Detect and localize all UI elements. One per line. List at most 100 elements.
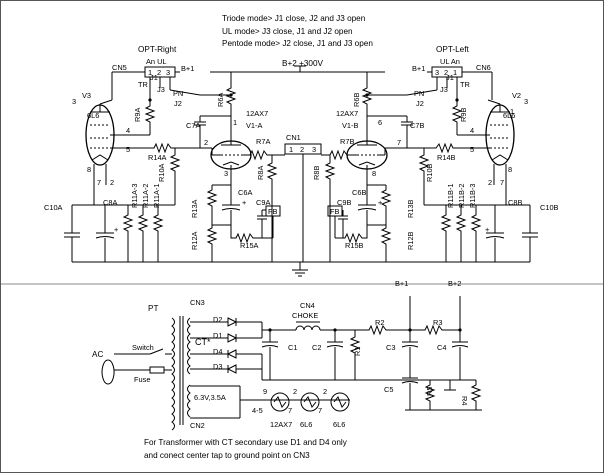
hp-7b: 7	[318, 406, 322, 415]
v3-type: 6L6	[87, 111, 99, 120]
choke-label: CHOKE	[292, 311, 318, 320]
c10b-label: C10B	[540, 203, 559, 212]
fb-a-label: FB	[268, 207, 278, 216]
v2-pin-1: 1	[510, 107, 514, 116]
r7a-label: R7A	[256, 137, 270, 146]
c6a-label: C6A	[238, 188, 252, 197]
heater-label: 6.3V,3.5A	[194, 393, 226, 402]
j1-right: J1	[446, 73, 454, 82]
hp-9: 9	[263, 387, 267, 396]
cn1-pin-3: 3	[312, 145, 316, 154]
pt-label: PT	[148, 304, 158, 313]
r15b-label: R15B	[345, 241, 364, 250]
c4-label: C4	[437, 343, 446, 352]
d3-label: D3	[213, 362, 222, 371]
cn4-label: CN4	[300, 301, 315, 310]
r6a-label: R6A	[216, 93, 225, 107]
r10b-label: R10B	[425, 163, 434, 182]
v2-pin-5: 5	[470, 145, 474, 154]
hp-2b: 2	[323, 387, 327, 396]
b1-psu-label: B+1	[395, 279, 408, 288]
r12b-label: R12B	[406, 231, 415, 250]
c8a-plus: +	[114, 225, 118, 234]
cn5-label: CN5	[112, 63, 127, 72]
v2-pin-4: 4	[470, 126, 474, 135]
c1-label: C1	[288, 343, 297, 352]
hp-2a: 2	[293, 387, 297, 396]
v3-pin-8: 8	[87, 165, 91, 174]
cn1-pin-1: 1	[289, 145, 293, 154]
fb-b-label: FB	[330, 207, 340, 216]
v1b-pin-6: 6	[378, 118, 382, 127]
v1a-pin-1: 1	[233, 118, 237, 127]
c9b-label: C9B	[337, 198, 351, 207]
opt-left-label: OPT-Left	[436, 45, 469, 54]
v1b-pin-8: 8	[372, 169, 376, 178]
v3-pin-7: 7	[97, 178, 101, 187]
j2-left: J2	[174, 99, 182, 108]
r11b-2-label: R11B-2	[457, 183, 466, 208]
r11a-1-label: R11A-1	[152, 183, 161, 208]
c7a-label: C7A	[186, 121, 200, 130]
v1b-pin-7: 7	[397, 138, 401, 147]
v3-pin-3: 3	[72, 97, 76, 106]
c8a-label: C8A	[103, 198, 117, 207]
note-footer-2: and conect center tap to ground point on…	[144, 451, 310, 460]
ht-6l6-b: 6L6	[333, 420, 345, 429]
r7b-label: R7B	[340, 137, 354, 146]
cn6-pin-1: 1	[453, 68, 457, 77]
cn1-label: CN1	[286, 133, 301, 142]
ct-label: CT*	[195, 337, 211, 347]
c6a-plus: +	[242, 198, 246, 207]
hp-45: 4-5	[252, 406, 263, 415]
j1-left: J1	[150, 73, 158, 82]
note-ul: UL mode> J3 close, J1 and J2 open	[222, 27, 353, 36]
ht-6l6-a: 6L6	[300, 420, 312, 429]
c5-label: C5	[384, 385, 393, 394]
d4-label: D4	[213, 347, 222, 356]
r4-label: R4	[460, 396, 469, 405]
r6b-label: R6B	[352, 93, 361, 107]
v2-pin-7: 7	[500, 178, 504, 187]
cn5-pin-1: 1	[148, 68, 152, 77]
an-ul-label: An UL	[146, 57, 167, 66]
c9a-label: C9A	[256, 198, 270, 207]
power-supply: PT CN3 CN2 CT* AC Switch Fuse D2 D1 D4 D…	[92, 279, 482, 431]
r11b-1-label: R11B-1	[446, 183, 455, 208]
v2-pin-2: 2	[488, 178, 492, 187]
tr-right: TR	[460, 80, 470, 89]
v1a-type: 12AX7	[246, 109, 268, 118]
v1a-label: V1-A	[246, 121, 263, 130]
j2-right: J2	[416, 99, 424, 108]
v3-pin-2: 2	[110, 178, 114, 187]
cn6-pin-2: 2	[444, 68, 448, 77]
pn-left: PN	[173, 89, 183, 98]
r8a-label: R8A	[256, 166, 265, 180]
r11a-3-label: R11A-3	[130, 183, 139, 208]
c6b-plus: +	[378, 198, 382, 207]
cn5-pin-3: 3	[166, 68, 170, 77]
ground-bus	[72, 261, 530, 277]
heater-12ax7	[270, 392, 290, 412]
c8b-plus: +	[485, 225, 489, 234]
b2-rail: B+2 +300V	[210, 59, 385, 83]
c6b-label: C6B	[352, 188, 366, 197]
b2-label: B+2 +300V	[282, 59, 324, 68]
r13b-label: R13B	[406, 199, 415, 218]
b1-right-label: B+1	[412, 64, 425, 73]
ht-12ax7: 12AX7	[270, 420, 292, 429]
v2-label: V2	[512, 91, 521, 100]
r11b-3-label: R11B-3	[468, 183, 477, 208]
cn6-pin-3: 3	[435, 68, 439, 77]
fuse-label: Fuse	[134, 375, 150, 384]
b2-psu-label: B+2	[448, 279, 461, 288]
note-triode: Triode mode> J1 close, J2 and J3 open	[222, 14, 366, 23]
cn5-pin-2: 2	[157, 68, 161, 77]
j3-right: J3	[440, 85, 448, 94]
hp-7a: 7	[288, 406, 292, 415]
switch-label: Switch	[132, 343, 154, 352]
r14a-label: R14A	[148, 153, 167, 162]
r11a-2-label: R11A-2	[141, 183, 150, 208]
